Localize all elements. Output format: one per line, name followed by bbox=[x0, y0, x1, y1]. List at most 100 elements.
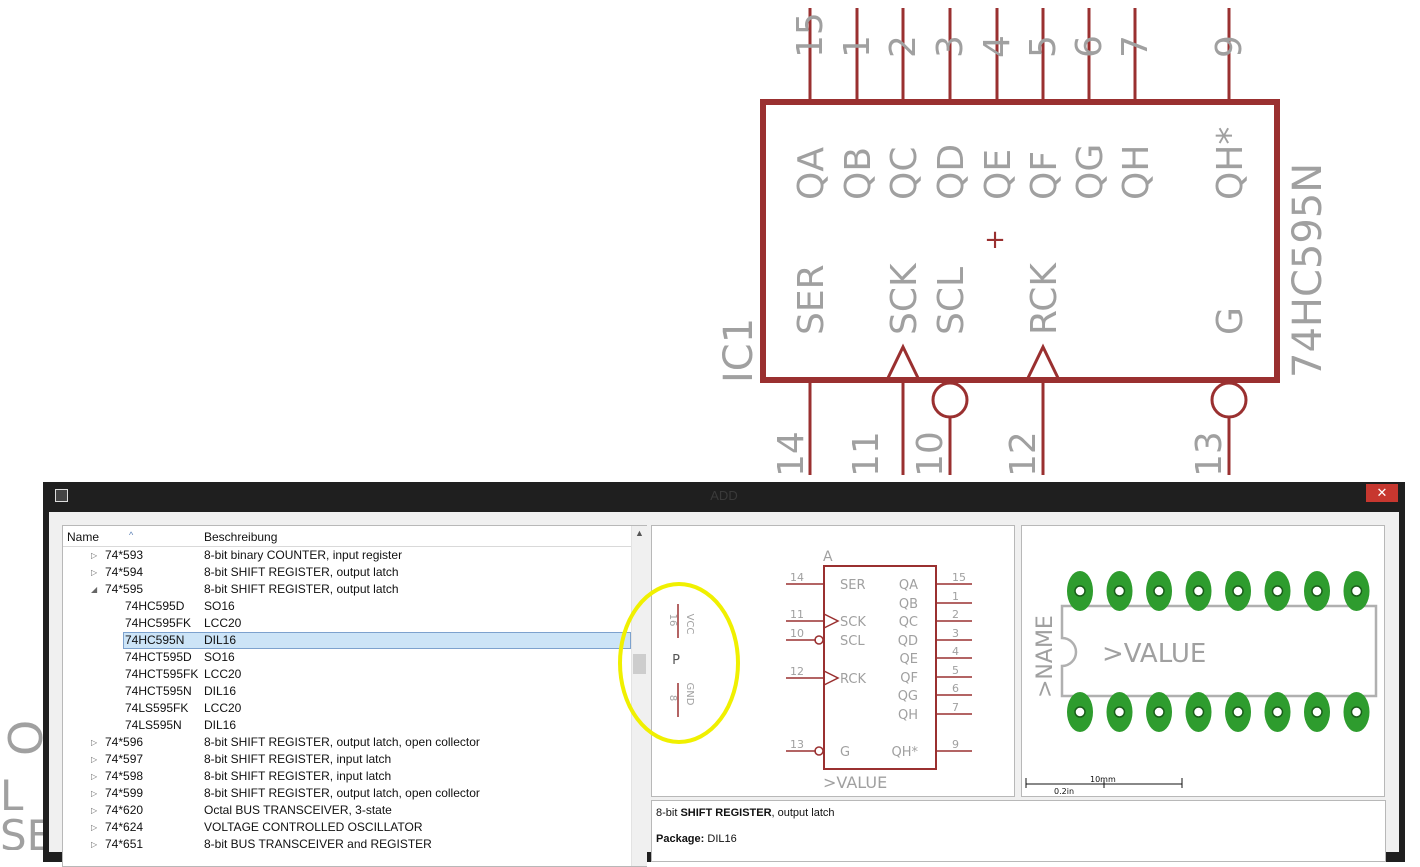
right-pin-number: 6 bbox=[952, 682, 959, 695]
left-pin-number: 12 bbox=[790, 665, 804, 678]
right-pin-label: QB bbox=[899, 597, 918, 612]
expand-arrow-icon[interactable]: ▷ bbox=[91, 789, 98, 798]
top-pin-label: QB bbox=[838, 147, 879, 200]
device-description: 8-bit SHIFT REGISTER, output latch, open… bbox=[204, 786, 480, 800]
device-name: 74*598 bbox=[105, 769, 144, 783]
left-pin-number: 11 bbox=[790, 608, 804, 621]
clock-triangle bbox=[1025, 343, 1061, 381]
expand-arrow-icon[interactable]: ▷ bbox=[91, 755, 98, 764]
eagle-app-icon bbox=[55, 489, 68, 502]
package-outline bbox=[1060, 604, 1378, 698]
edge-glyph-o: O bbox=[0, 720, 50, 756]
tree-row[interactable]: ▷ 74*624 VOLTAGE CONTROLLED OSCILLATOR bbox=[63, 819, 631, 836]
left-pin-label: SER bbox=[840, 578, 866, 593]
top-pin-number: 4 bbox=[977, 35, 1018, 58]
right-pin-label: QH* bbox=[891, 745, 918, 760]
expand-arrow-icon[interactable]: ▷ bbox=[91, 568, 98, 577]
device-description: DIL16 bbox=[204, 684, 237, 698]
expand-arrow-icon[interactable]: ▷ bbox=[91, 551, 98, 560]
edge-glyph-se: SE bbox=[0, 811, 50, 850]
device-description: 8-bit SHIFT REGISTER, output latch, open… bbox=[204, 735, 480, 749]
edge-glyph-l: L bbox=[0, 771, 24, 820]
left-pin-label: RCK bbox=[840, 672, 866, 687]
left-pin-label: SCL bbox=[840, 634, 865, 649]
clock-triangle bbox=[823, 670, 840, 686]
close-button[interactable]: ✕ bbox=[1366, 484, 1398, 502]
device-name: 74HC595N bbox=[125, 633, 185, 647]
pad-drill bbox=[1271, 706, 1284, 718]
column-header-name[interactable]: Name bbox=[67, 530, 100, 544]
bottom-pin-number: 14 bbox=[771, 431, 812, 477]
right-pin-label: QE bbox=[900, 652, 918, 667]
part-name-label: IC1 bbox=[716, 318, 762, 383]
top-pin-label: QF bbox=[1024, 151, 1065, 200]
device-description: SO16 bbox=[204, 650, 235, 664]
scroll-thumb[interactable] bbox=[633, 654, 646, 674]
bottom-pin-number: 10 bbox=[910, 431, 951, 477]
device-name: 74*599 bbox=[105, 786, 144, 800]
device-name: 74*594 bbox=[105, 565, 144, 579]
device-name: 74*624 bbox=[105, 820, 144, 834]
device-description: 8-bit SHIFT REGISTER, input latch bbox=[204, 752, 392, 766]
right-pin-label: QC bbox=[899, 615, 918, 630]
right-pin-number: 15 bbox=[952, 571, 966, 584]
expand-arrow-icon[interactable]: ▷ bbox=[91, 772, 98, 781]
collapse-arrow-icon[interactable]: ◢ bbox=[91, 585, 98, 594]
pad-drill bbox=[1113, 585, 1126, 597]
right-pin-number: 3 bbox=[952, 627, 959, 640]
gnd-label: GND bbox=[684, 683, 695, 706]
part-value-label: 74HC595N bbox=[1285, 163, 1331, 378]
gate-label: A bbox=[823, 549, 833, 565]
right-pin-label: QA bbox=[899, 578, 918, 593]
scale-in-label: 0.2in bbox=[1054, 787, 1074, 796]
right-pin-number: 2 bbox=[952, 608, 959, 621]
description-bold: SHIFT REGISTER bbox=[680, 807, 772, 819]
package-value-label: >VALUE bbox=[1102, 639, 1206, 669]
tree-vertical-scrollbar[interactable]: ▲ bbox=[631, 526, 647, 866]
device-description: LCC20 bbox=[204, 701, 242, 715]
pad-drill bbox=[1153, 706, 1165, 718]
expand-arrow-icon[interactable]: ▷ bbox=[91, 806, 98, 815]
expand-arrow-icon[interactable]: ▷ bbox=[91, 738, 98, 747]
pad-drill bbox=[1153, 585, 1165, 597]
bottom-pin-label: SER bbox=[791, 264, 832, 335]
device-description: LCC20 bbox=[204, 667, 242, 681]
scroll-up-icon[interactable]: ▲ bbox=[635, 528, 644, 538]
column-header-description[interactable]: Beschreibung bbox=[204, 530, 278, 544]
left-edge-glyphs: O L SE bbox=[0, 720, 50, 850]
tree-header: ^ Name Beschreibung bbox=[63, 526, 631, 547]
top-pin-number: 2 bbox=[883, 35, 924, 58]
schematic-canvas[interactable]: +15QA1QB2QC3QD4QE5QF6QG7QH9QH*14SER11SCK… bbox=[0, 0, 1420, 482]
tree-row[interactable]: ▷ 74*599 8-bit SHIFT REGISTER, output latc… bbox=[63, 785, 631, 802]
dialog-titlebar[interactable]: ADD ✕ bbox=[43, 482, 1405, 508]
expand-arrow-icon[interactable]: ▷ bbox=[91, 823, 98, 832]
ic-body bbox=[760, 99, 1280, 383]
tree-row[interactable]: 74HCT595FK LCC20 bbox=[63, 666, 631, 683]
bottom-pin-number: 11 bbox=[846, 431, 887, 477]
left-pin-number: 13 bbox=[790, 738, 804, 751]
device-name: 74HCT595FK bbox=[125, 667, 199, 681]
package-value: DIL16 bbox=[707, 833, 737, 845]
expand-arrow-icon[interactable]: ▷ bbox=[91, 840, 98, 849]
origin-cross: + bbox=[984, 225, 1006, 255]
device-description: VOLTAGE CONTROLLED OSCILLATOR bbox=[204, 820, 423, 834]
bottom-pin-label: SCK bbox=[884, 262, 925, 335]
